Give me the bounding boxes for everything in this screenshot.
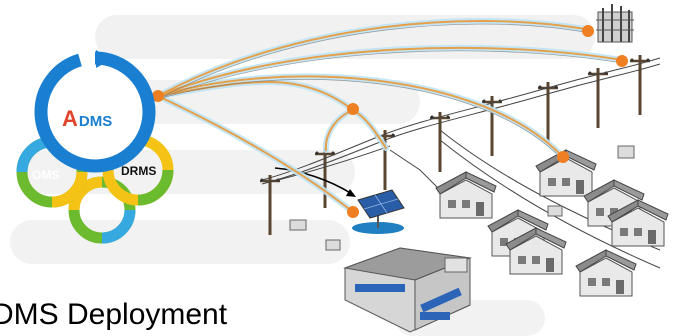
derms-ring [68, 176, 136, 244]
adms-label-prefix: A [62, 106, 78, 131]
derms-label: DERMS [80, 207, 123, 221]
house-icon [435, 149, 669, 297]
diagram-caption: DMS Deployment [0, 298, 228, 331]
solar-connection-arrow [274, 167, 353, 195]
factory-icon [343, 247, 472, 333]
drms-label: DRMS [121, 164, 156, 178]
oms-label: OMS [32, 168, 59, 182]
link-node-icon [152, 25, 628, 218]
telecom-tower-icon [596, 4, 634, 43]
power-lines [261, 57, 661, 269]
adms-label-rest: DMS [79, 113, 112, 130]
arrow-head-icon [346, 189, 356, 197]
equipment-boxes [289, 145, 635, 251]
adms-ring-cluster: ADMS OMS DRMS DERMS [16, 50, 174, 244]
adms-label: ADMS [62, 106, 112, 131]
communication-links [155, 18, 625, 215]
adms-ring [34, 50, 156, 173]
solar-panel-icon [352, 189, 405, 234]
